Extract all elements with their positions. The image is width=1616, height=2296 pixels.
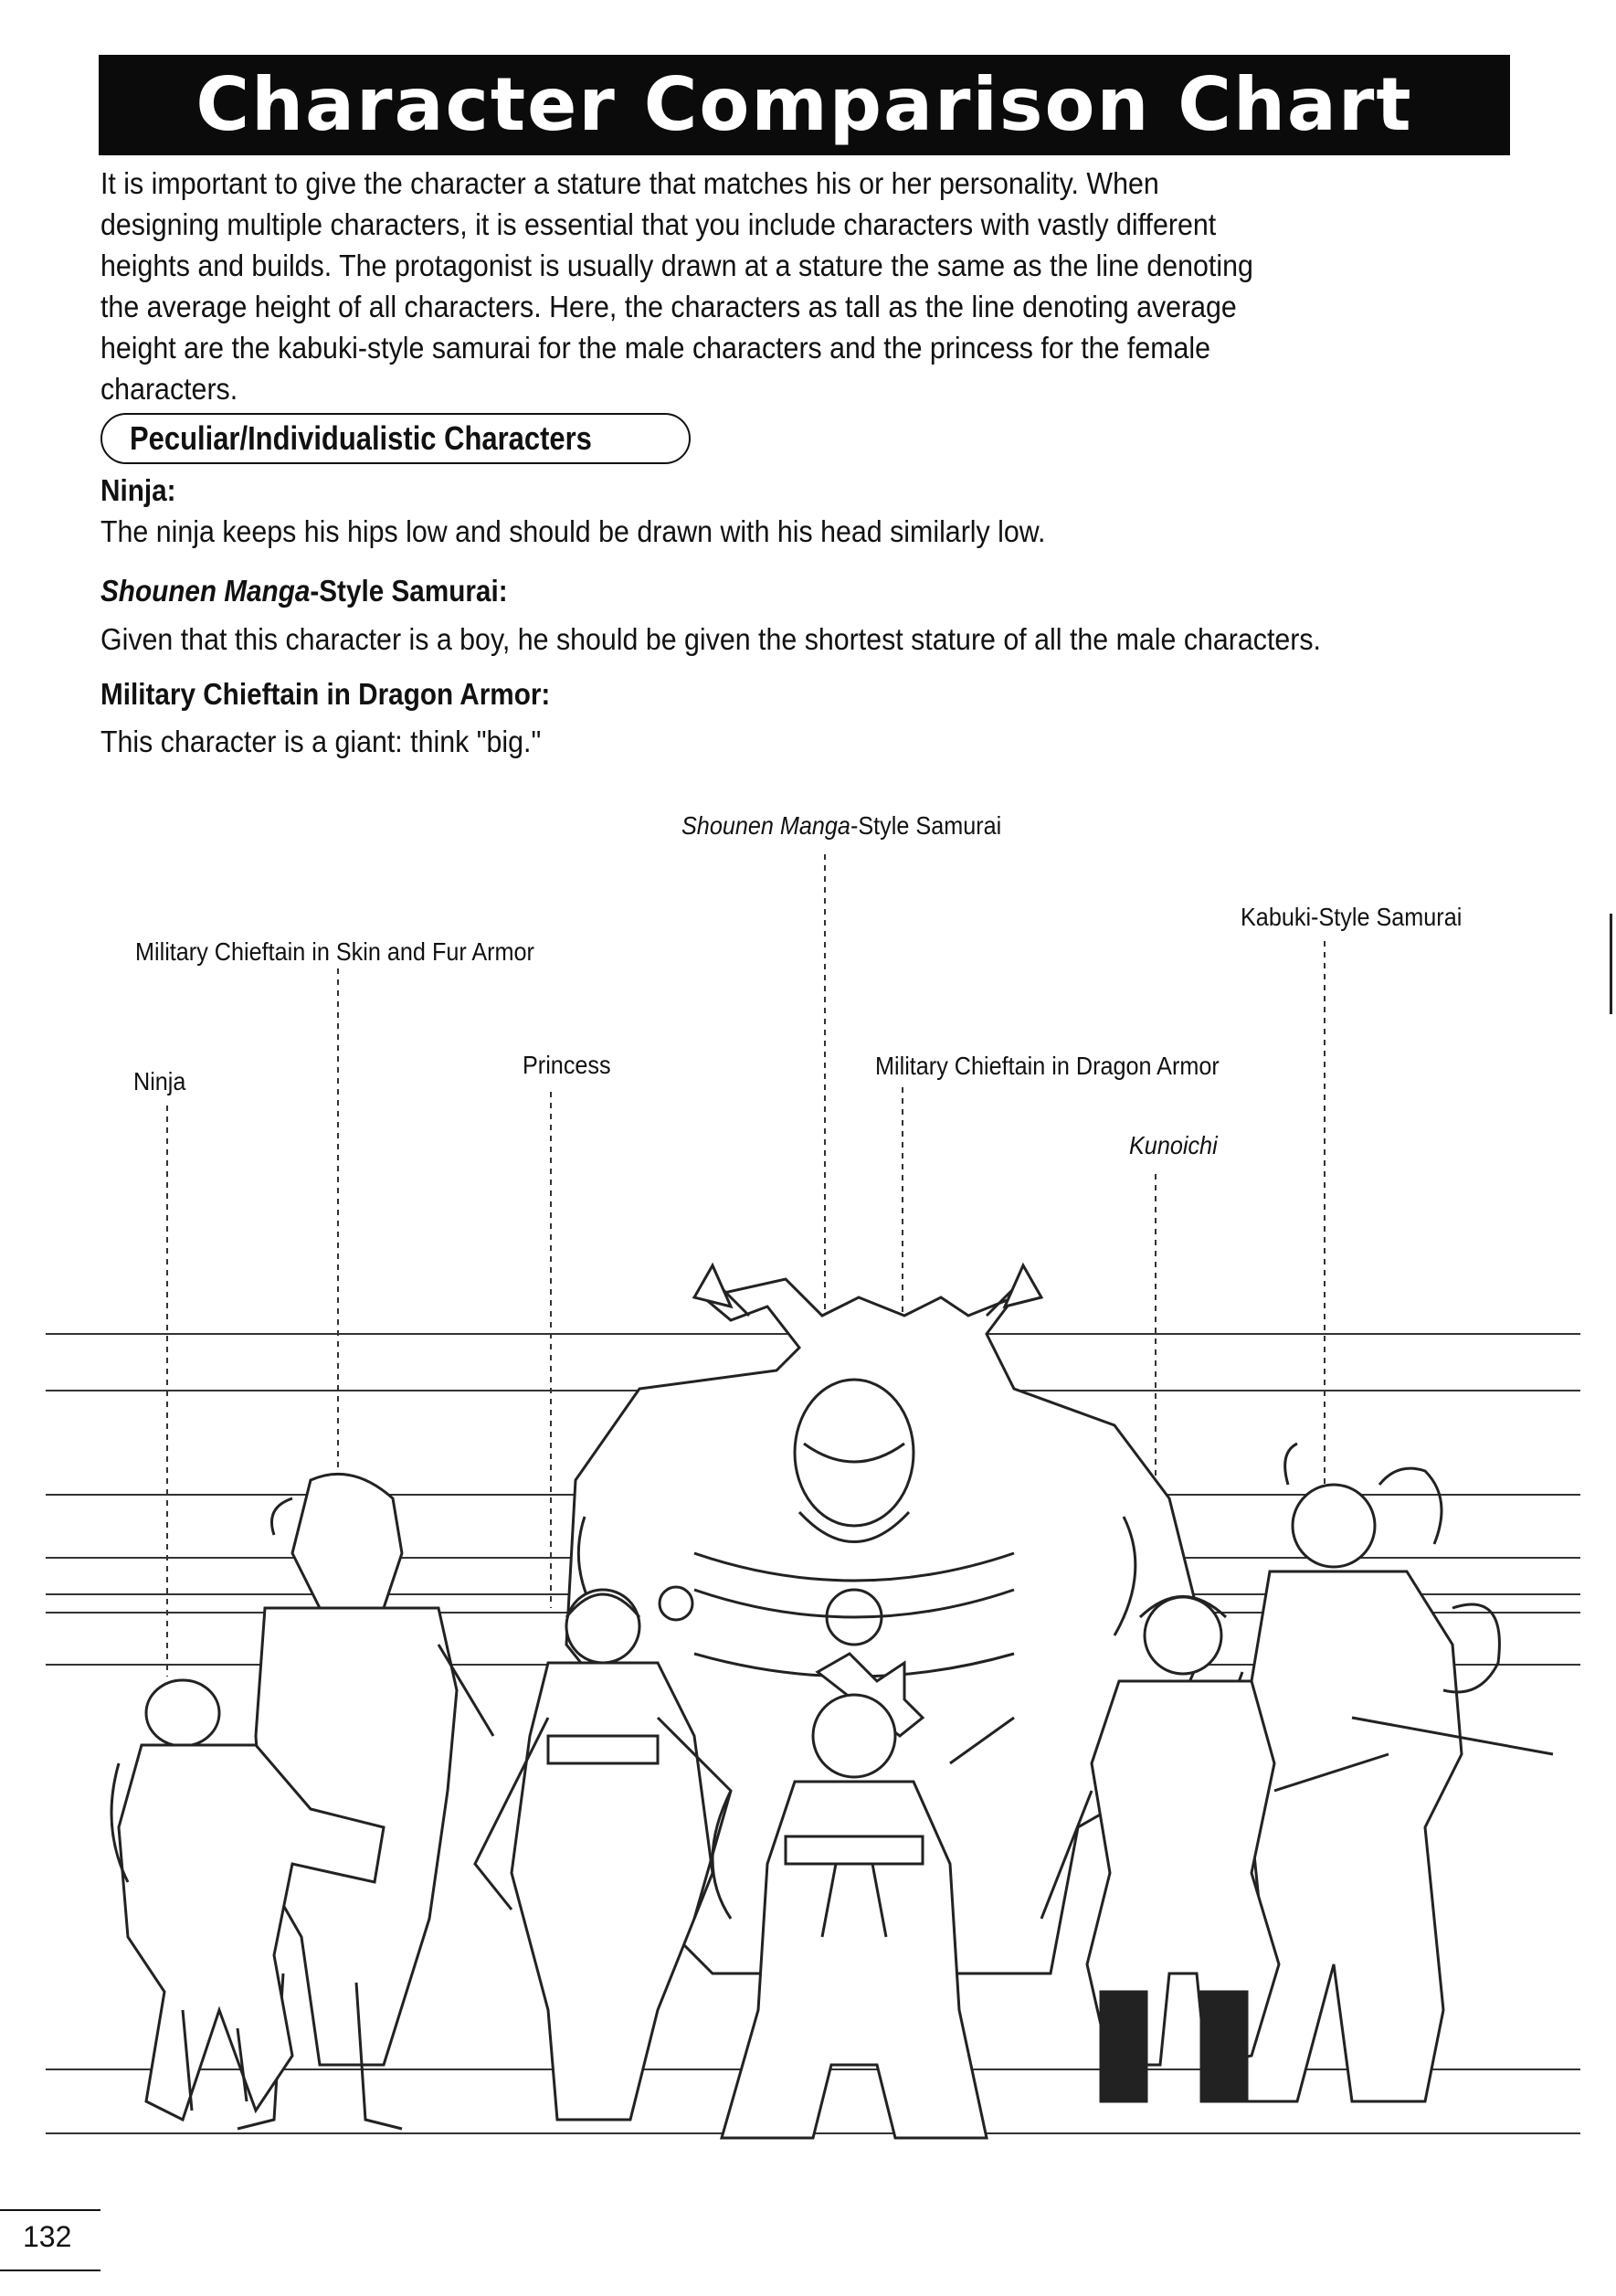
entry-dragon-name: Military Chieftain in Dragon Armor <box>100 677 542 711</box>
entry-ninja-heading: Ninja: <box>100 473 176 508</box>
entry-shounen-heading: Shounen Manga-Style Samurai: <box>100 574 508 608</box>
label-ninja: Ninja <box>133 1067 186 1095</box>
entry-shounen-colon: : <box>498 574 508 608</box>
entry-shounen-description: Given that this character is a boy, he s… <box>100 622 1321 656</box>
ninja-figure <box>110 1678 386 2122</box>
entry-dragon-heading: Military Chieftain in Dragon Armor: <box>100 677 550 712</box>
label-shounen-rest: -Style Samurai <box>850 811 1002 840</box>
entry-ninja-description: The ninja keeps his hips low and should … <box>100 514 1046 548</box>
label-shounen-samurai: Shounen Manga-Style Samurai <box>681 811 1001 841</box>
entry-shounen-name-italic: Shounen Manga <box>100 574 311 608</box>
kunoichi-figure <box>1040 1595 1389 2103</box>
label-princess: Princess <box>523 1051 611 1079</box>
page-number: 132 <box>23 2220 72 2253</box>
entry-shounen-name: -Style Samurai <box>310 574 499 608</box>
intro-paragraph: It is important to give the character a … <box>100 166 1253 406</box>
title-bar: Character Comparison Chart <box>99 55 1510 155</box>
page-number-rule-bottom <box>0 2270 100 2271</box>
entry-dragon-colon: : <box>541 677 551 711</box>
entry-ninja-colon: : <box>166 473 176 507</box>
label-shounen-italic: Shounen Manga <box>681 811 850 840</box>
entry-ninja-name: Ninja <box>100 473 167 507</box>
shounen-samurai-figure <box>711 1652 1015 2140</box>
leader-lines <box>166 854 1326 1713</box>
princess-figure <box>473 1585 733 2121</box>
kabuki-samurai-figure <box>1204 1442 1554 2103</box>
page-number-rule-top <box>0 2209 100 2211</box>
label-kabuki-samurai: Kabuki-Style Samurai <box>1241 903 1463 931</box>
label-fur-armor-chieftain: Military Chieftain in Skin and Fur Armor <box>135 937 534 966</box>
section-heading: Peculiar/Individualistic Characters <box>130 419 592 457</box>
page-edge-mark <box>1610 914 1612 1014</box>
entry-dragon-description: This character is a giant: think "big." <box>100 725 542 758</box>
label-kunoichi: Kunoichi <box>1129 1131 1218 1159</box>
page-title: Character Comparison Chart <box>195 62 1413 147</box>
section-heading-pill: Peculiar/Individualistic Characters <box>100 413 692 464</box>
label-dragon-armor-chieftain: Military Chieftain in Dragon Armor <box>875 1052 1220 1080</box>
